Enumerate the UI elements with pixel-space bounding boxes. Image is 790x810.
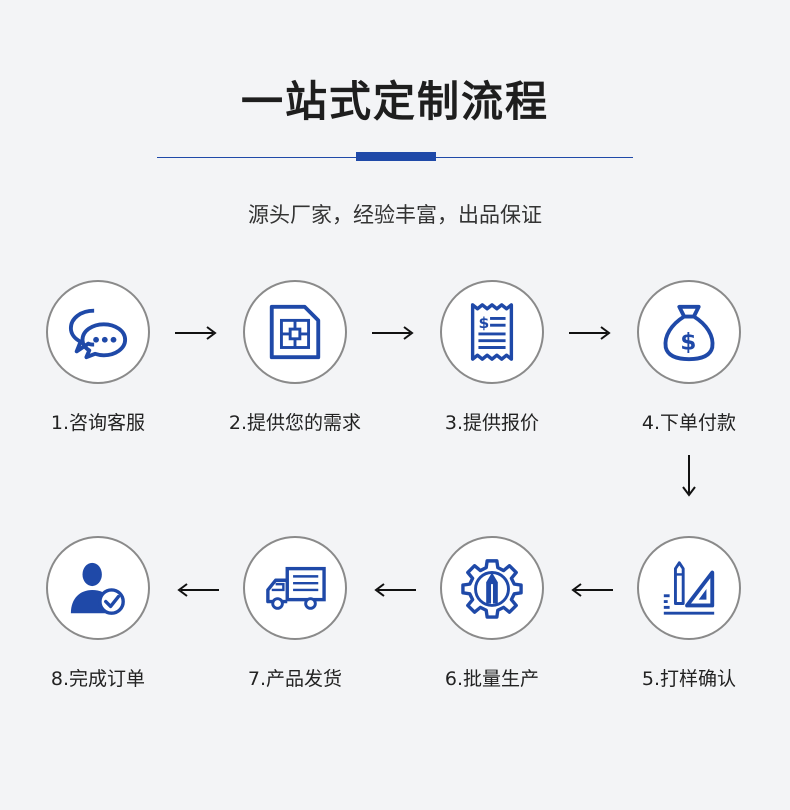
step-2-circle bbox=[243, 280, 347, 384]
gear-pencil-icon bbox=[461, 559, 523, 619]
step-7-circle bbox=[243, 536, 347, 640]
step-4-circle: $ bbox=[637, 280, 741, 384]
svg-text:$: $ bbox=[478, 314, 489, 332]
page-subtitle: 源头厂家，经验丰富，出品保证 bbox=[248, 203, 542, 227]
step-8-label: 8.完成订单 bbox=[50, 668, 146, 690]
arrow-right-icon bbox=[372, 326, 416, 340]
step-2-label: 2.提供您的需求 bbox=[228, 412, 362, 434]
step-7-label: 7.产品发货 bbox=[247, 668, 343, 690]
step-1-label: 1.咨询客服 bbox=[50, 412, 146, 434]
step-8-circle bbox=[46, 536, 150, 640]
user-check-icon bbox=[70, 562, 125, 615]
arrow-left-icon bbox=[569, 583, 613, 597]
page-title: 一站式定制流程 bbox=[240, 77, 549, 126]
step-1-circle bbox=[46, 280, 150, 384]
delivery-truck-icon bbox=[266, 566, 326, 610]
ruler-pencil-icon bbox=[663, 561, 715, 615]
step-4-label: 4.下单付款 bbox=[641, 412, 737, 434]
arrow-down-icon bbox=[682, 455, 696, 499]
arrow-right-icon bbox=[569, 326, 613, 340]
step-6-circle bbox=[440, 536, 544, 640]
receipt-icon: $ bbox=[470, 303, 514, 361]
svg-text:$: $ bbox=[680, 328, 696, 355]
arrow-right-icon bbox=[175, 326, 219, 340]
chat-bubbles-icon bbox=[68, 308, 128, 360]
step-3-label: 3.提供报价 bbox=[444, 412, 540, 434]
money-bag-icon: $ bbox=[663, 304, 715, 362]
arrow-left-icon bbox=[372, 583, 416, 597]
step-6-label: 6.批量生产 bbox=[444, 668, 540, 690]
sim-card-icon bbox=[269, 304, 321, 360]
arrow-left-icon bbox=[175, 583, 219, 597]
title-divider-accent bbox=[356, 152, 436, 161]
step-3-circle: $ bbox=[440, 280, 544, 384]
step-5-label: 5.打样确认 bbox=[641, 668, 737, 690]
step-5-circle bbox=[637, 536, 741, 640]
